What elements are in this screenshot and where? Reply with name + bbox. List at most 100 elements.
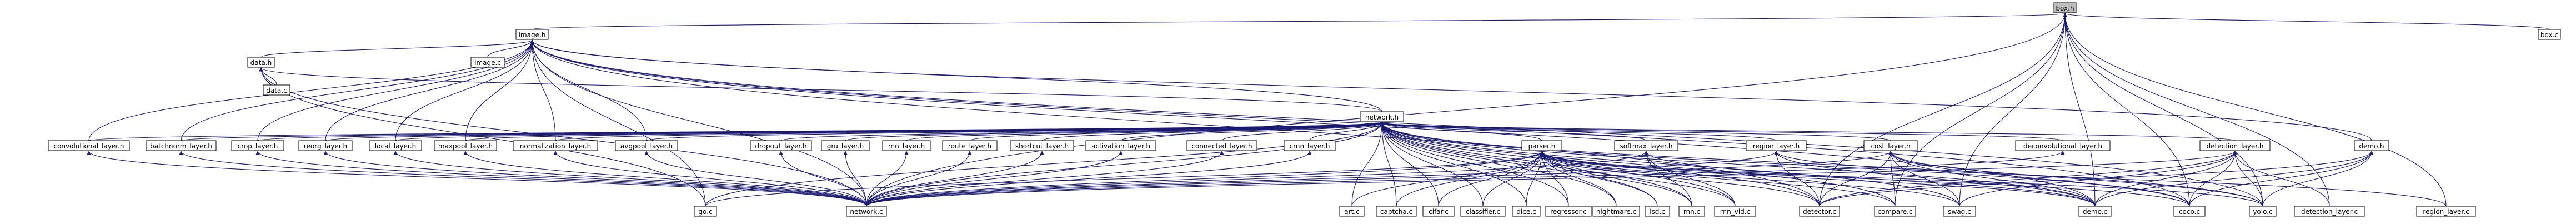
- node-local-layer-h[interactable]: local_layer.h: [369, 140, 422, 151]
- node-label: reorg_layer.h: [304, 142, 347, 150]
- node-classifier-c[interactable]: classifier.c: [1460, 206, 1506, 217]
- edge-coco-c-to-parser-h: [1540, 151, 2190, 207]
- edge-detector-c-to-parser-h: [1540, 151, 1820, 207]
- node-data-c[interactable]: data.c: [263, 84, 290, 96]
- edge-detection-layer-c-to-box-h: [2063, 13, 2330, 207]
- node-parser-h[interactable]: parser.h: [1521, 140, 1562, 151]
- node-box: [231, 140, 284, 151]
- node-image-c[interactable]: image.c: [470, 57, 505, 68]
- edge-detection-layer-h-to-network-h: [1380, 122, 2236, 141]
- edge-yolo-c-to-box-h: [2063, 13, 2263, 207]
- node-detection-layer-c[interactable]: detection_layer.c: [2294, 206, 2365, 217]
- node-box-c[interactable]: box.c: [2538, 29, 2561, 40]
- node-rnn-vid-c[interactable]: rnn_vid.c: [1714, 206, 1756, 217]
- edge-box-c-to-box-h: [2063, 13, 2550, 30]
- edge-network-c-to-crnn-layer-h: [866, 151, 1312, 207]
- node-connected-layer-h[interactable]: connected_layer.h: [1186, 140, 1257, 151]
- node-lsd-c[interactable]: lsd.c: [1645, 206, 1670, 217]
- node-label: batchnorm_layer.h: [150, 142, 212, 150]
- node-label: go.c: [698, 208, 712, 216]
- node-box: [942, 140, 998, 151]
- node-convolutional-layer-h[interactable]: convolutional_layer.h: [48, 140, 130, 151]
- node-network-c[interactable]: network.c: [846, 206, 887, 217]
- node-box: [470, 57, 505, 68]
- edge-network-c-to-reorg-layer-h: [323, 151, 867, 207]
- edge-demo-c-to-image-h: [530, 39, 2096, 207]
- node-label: rnn_vid.c: [1720, 208, 1750, 216]
- edge-swag-c-to-box-h: [1959, 13, 2067, 207]
- node-cost-layer-h[interactable]: cost_layer.h: [1863, 140, 1918, 151]
- node-label: detection_layer.h: [2206, 142, 2263, 150]
- node-demo-c[interactable]: demo.c: [2078, 206, 2112, 217]
- node-box: [48, 140, 130, 151]
- node-label: rnn.c: [1683, 208, 1700, 216]
- node-crop-layer-h[interactable]: crop_layer.h: [231, 140, 284, 151]
- node-box: [2053, 2, 2077, 13]
- edge-cifar-c-to-network-h: [1380, 122, 1439, 207]
- node-crnn-layer-h[interactable]: crnn_layer.h: [1284, 140, 1336, 151]
- node-image-h[interactable]: image.h: [515, 29, 549, 40]
- node-dropout-layer-h[interactable]: dropout_layer.h: [750, 140, 812, 151]
- node-swag-c[interactable]: swag.c: [1943, 206, 1976, 217]
- node-batchnorm-layer-h[interactable]: batchnorm_layer.h: [146, 140, 217, 151]
- node-avgpool-layer-h[interactable]: avgpool_layer.h: [615, 140, 678, 151]
- node-box: [1376, 206, 1417, 217]
- node-detection-layer-h[interactable]: detection_layer.h: [2199, 140, 2271, 151]
- node-label: region_layer.c: [2423, 208, 2469, 216]
- edge-detector-c-to-box-h: [1819, 13, 2067, 207]
- edge-compare-c-to-parser-h: [1540, 151, 1896, 207]
- node-box: [1614, 140, 1678, 151]
- node-yolo-c[interactable]: yolo.c: [2249, 206, 2277, 217]
- node-label: data.c: [266, 87, 287, 94]
- edge-go-c-to-parser-h: [705, 151, 1544, 207]
- edge-region-layer-c-to-box-h: [2063, 13, 2447, 207]
- node-go-c[interactable]: go.c: [694, 206, 717, 217]
- node-reorg-layer-h[interactable]: reorg_layer.h: [298, 140, 353, 151]
- node-detector-c[interactable]: detector.c: [1799, 206, 1840, 217]
- node-softmax-layer-h[interactable]: softmax_layer.h: [1614, 140, 1678, 151]
- edge-network-c-to-softmax-layer-h: [866, 151, 1648, 207]
- edge-network-c-to-activation-layer-h: [866, 151, 1123, 207]
- edge-network-c-to-parser-h: [866, 151, 1544, 207]
- node-box: [1339, 206, 1365, 217]
- node-cifar-c[interactable]: cifar.c: [1422, 206, 1455, 217]
- node-route-layer-h[interactable]: route_layer.h: [942, 140, 998, 151]
- node-gru-layer-h[interactable]: gru_layer.h: [821, 140, 870, 151]
- node-data-h[interactable]: data.h: [247, 57, 275, 68]
- edge-local-layer-h-to-image-h: [395, 39, 534, 141]
- node-demo-h[interactable]: demo.h: [2354, 140, 2389, 151]
- node-rnn-layer-h[interactable]: rnn_layer.h: [882, 140, 931, 151]
- node-regressor-c[interactable]: regressor.c: [1545, 206, 1592, 217]
- node-coco-c[interactable]: coco.c: [2173, 206, 2206, 217]
- node-shortcut-layer-h[interactable]: shortcut_layer.h: [1010, 140, 1074, 151]
- node-compare-c[interactable]: compare.c: [1874, 206, 1916, 217]
- node-label: maxpool_layer.h: [438, 142, 493, 150]
- edge-data-h-to-image-h: [260, 39, 534, 58]
- node-network-h[interactable]: network.h: [1360, 111, 1404, 122]
- node-region-layer-h[interactable]: region_layer.h: [1746, 140, 1807, 151]
- node-art-c[interactable]: art.c: [1339, 206, 1365, 217]
- node-normalization-layer-h[interactable]: normalization_layer.h: [513, 140, 598, 151]
- node-dice-c[interactable]: dice.c: [1512, 206, 1541, 217]
- node-box: [615, 140, 678, 151]
- edge-region-layer-c-to-region-layer-h: [1774, 151, 2447, 207]
- node-maxpool-layer-h[interactable]: maxpool_layer.h: [434, 140, 497, 151]
- node-box: [1592, 206, 1640, 217]
- node-box: [2294, 206, 2365, 217]
- node-rnn-c[interactable]: rnn.c: [1678, 206, 1705, 217]
- edge-network-c-to-batchnorm-layer-h: [179, 151, 867, 207]
- node-region-layer-c[interactable]: region_layer.c: [2416, 206, 2476, 217]
- edge-network-c-to-box-h: [866, 13, 2067, 207]
- node-label: rnn_layer.h: [888, 142, 925, 150]
- node-box: [1645, 206, 1670, 217]
- edge-network-c-to-route-layer-h: [866, 151, 972, 207]
- node-box: [2249, 206, 2277, 217]
- node-activation-layer-h[interactable]: activation_layer.h: [1085, 140, 1156, 151]
- edge-network-c-to-shortcut-layer-h: [866, 151, 1044, 207]
- node-nightmare-c[interactable]: nightmare.c: [1592, 206, 1640, 217]
- node-captcha-c[interactable]: captcha.c: [1376, 206, 1417, 217]
- node-deconvolutional-layer-h[interactable]: deconvolutional_layer.h: [2015, 140, 2111, 151]
- node-label: softmax_layer.h: [1620, 142, 1673, 150]
- edge-demo-c-to-parser-h: [1540, 151, 2096, 207]
